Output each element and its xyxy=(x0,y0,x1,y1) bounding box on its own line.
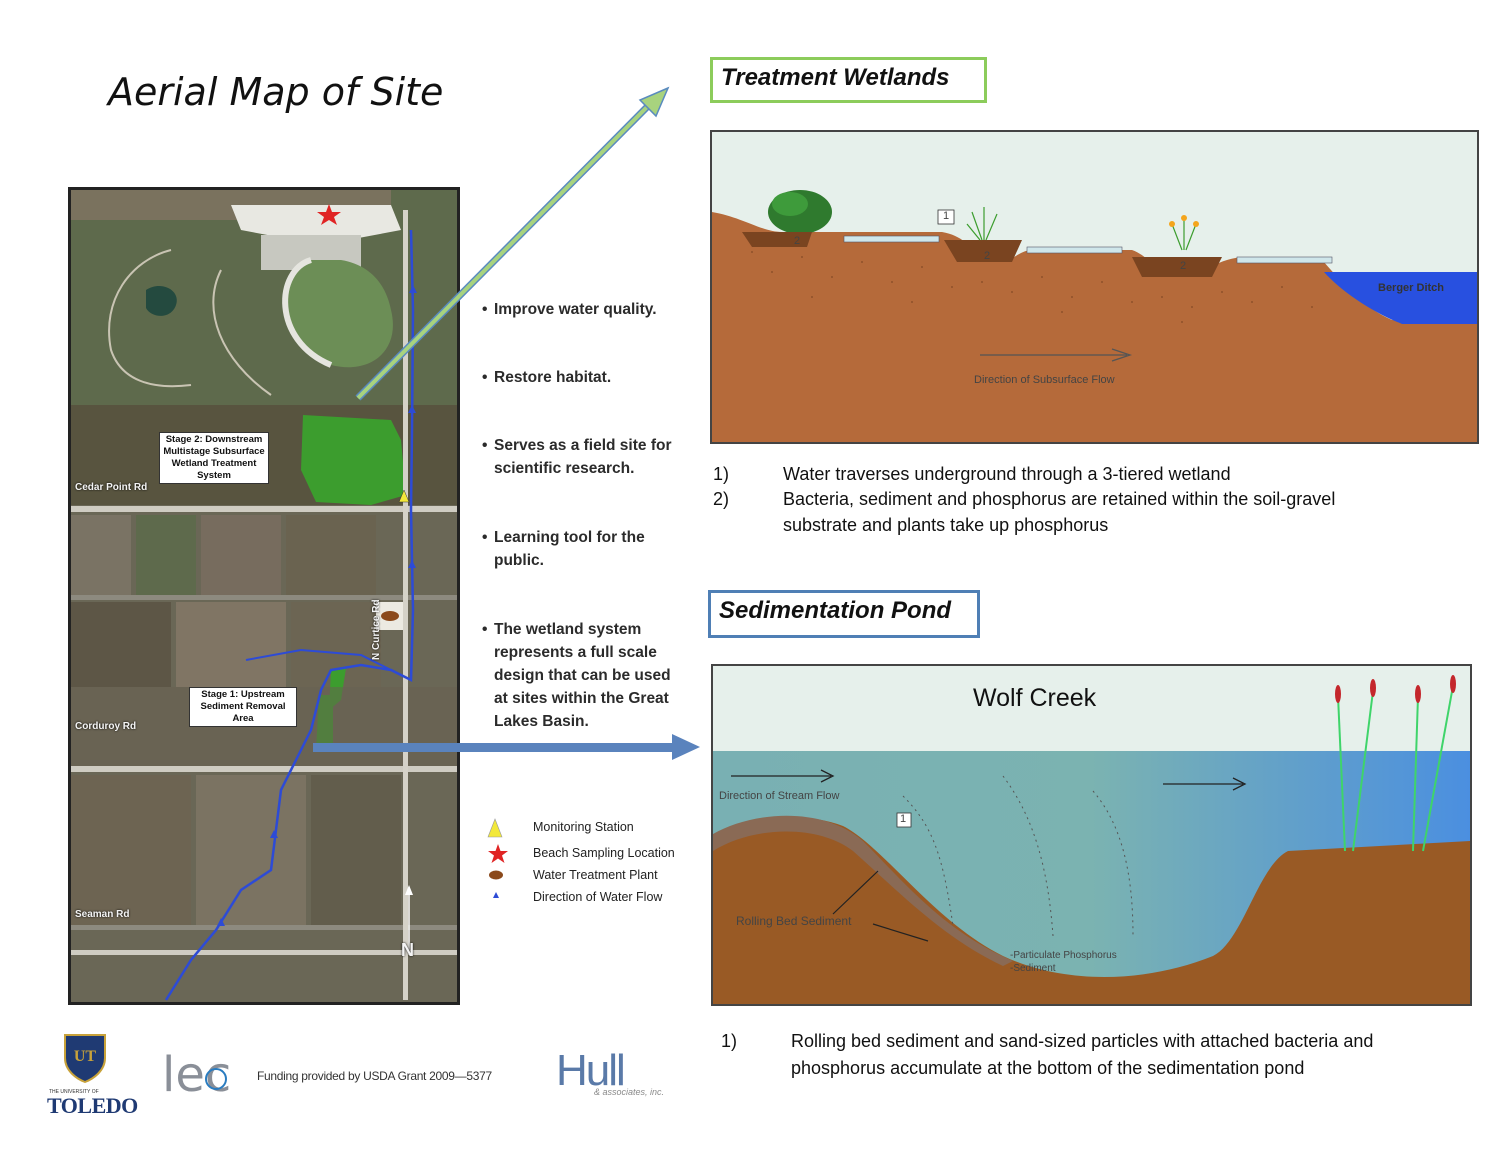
green-arrow-shaft xyxy=(356,100,654,400)
pond-step-label: 1 xyxy=(900,813,907,825)
blue-arrow-head xyxy=(672,734,700,760)
ut-shield-logo: UT xyxy=(64,1034,106,1083)
page-title: Aerial Map of Site xyxy=(108,70,444,114)
bullet-item: •Improve water quality. xyxy=(482,301,657,318)
bullet-item: •Restore habitat. xyxy=(482,369,612,386)
ellipse-icon xyxy=(489,870,503,880)
flow-arrow-icon xyxy=(493,892,499,898)
toledo-logo-text: TOLEDO xyxy=(47,1093,138,1118)
sediment-label: -Sediment xyxy=(1010,963,1056,974)
pond-notes: 1) Rolling bed sediment and sand-sized p… xyxy=(721,1031,1374,1078)
sedimentation-pond-diagram: Wolf Creek Direction of Stream Flow 1 Ro… xyxy=(711,664,1472,1006)
road-label-seaman: Seaman Rd xyxy=(75,909,130,920)
stream-flow-label: Direction of Stream Flow xyxy=(719,790,840,802)
pond-cross-section xyxy=(713,666,1470,1004)
particulate-phosphorus-label: -Particulate Phosphorus xyxy=(1010,950,1117,961)
stage1-label: Stage 1: Upstream Sediment Removal Area xyxy=(189,687,297,727)
rolling-bed-label: Rolling Bed Sediment xyxy=(736,914,852,928)
wolf-creek-label: Wolf Creek xyxy=(973,684,1097,712)
ut-label: UT xyxy=(74,1048,97,1065)
triangle-icon xyxy=(487,818,503,838)
funding-text: Funding provided by USDA Grant 2009—5377 xyxy=(257,1069,492,1083)
cell-label-a: 2 xyxy=(794,235,801,247)
bullet-item: •Learning tool for the public. xyxy=(482,529,645,569)
hull-logo: Hull xyxy=(556,1046,626,1095)
wetland-cross-section xyxy=(712,132,1477,442)
road-label-cedar-point: Cedar Point Rd xyxy=(75,482,148,493)
sedimentation-pond-header: Sedimentation Pond xyxy=(708,590,980,638)
north-label: N xyxy=(401,940,414,960)
road-label-corduroy: Corduroy Rd xyxy=(75,721,137,732)
berger-ditch-label: Berger Ditch xyxy=(1378,282,1445,294)
bullet-item: •The wetland system represents a full sc… xyxy=(482,621,671,730)
subsurface-flow-label: Direction of Subsurface Flow xyxy=(974,374,1115,386)
treatment-wetlands-header: Treatment Wetlands xyxy=(710,57,987,103)
bullet-item: •Serves as a field site for scientific r… xyxy=(482,437,672,477)
blue-arrow-shaft xyxy=(313,743,675,752)
aerial-map: Cedar Point Rd Corduroy Rd Seaman Rd N C… xyxy=(68,187,460,1005)
lec-logo: lec xyxy=(162,1047,231,1103)
green-arrow-head xyxy=(638,86,670,118)
star-icon xyxy=(488,844,508,863)
hull-logo-subtitle: & associates, inc. xyxy=(594,1087,665,1097)
treatment-wetlands-diagram: 2 2 2 1 Berger Ditch Direction of Subsur… xyxy=(710,130,1479,444)
cell-label-c: 2 xyxy=(1180,260,1187,272)
lec-logo-text: lec xyxy=(162,1047,231,1103)
aerial-map-graphic xyxy=(71,190,457,1002)
stage2-label: Stage 2: Downstream Multistage Subsurfac… xyxy=(159,432,269,484)
wetland-notes: 1) Water traverses underground through a… xyxy=(713,464,1336,535)
cell-label-b: 2 xyxy=(984,250,991,262)
university-label: THE UNIVERSITY OF xyxy=(49,1089,99,1095)
cell-label-step: 1 xyxy=(943,210,950,222)
